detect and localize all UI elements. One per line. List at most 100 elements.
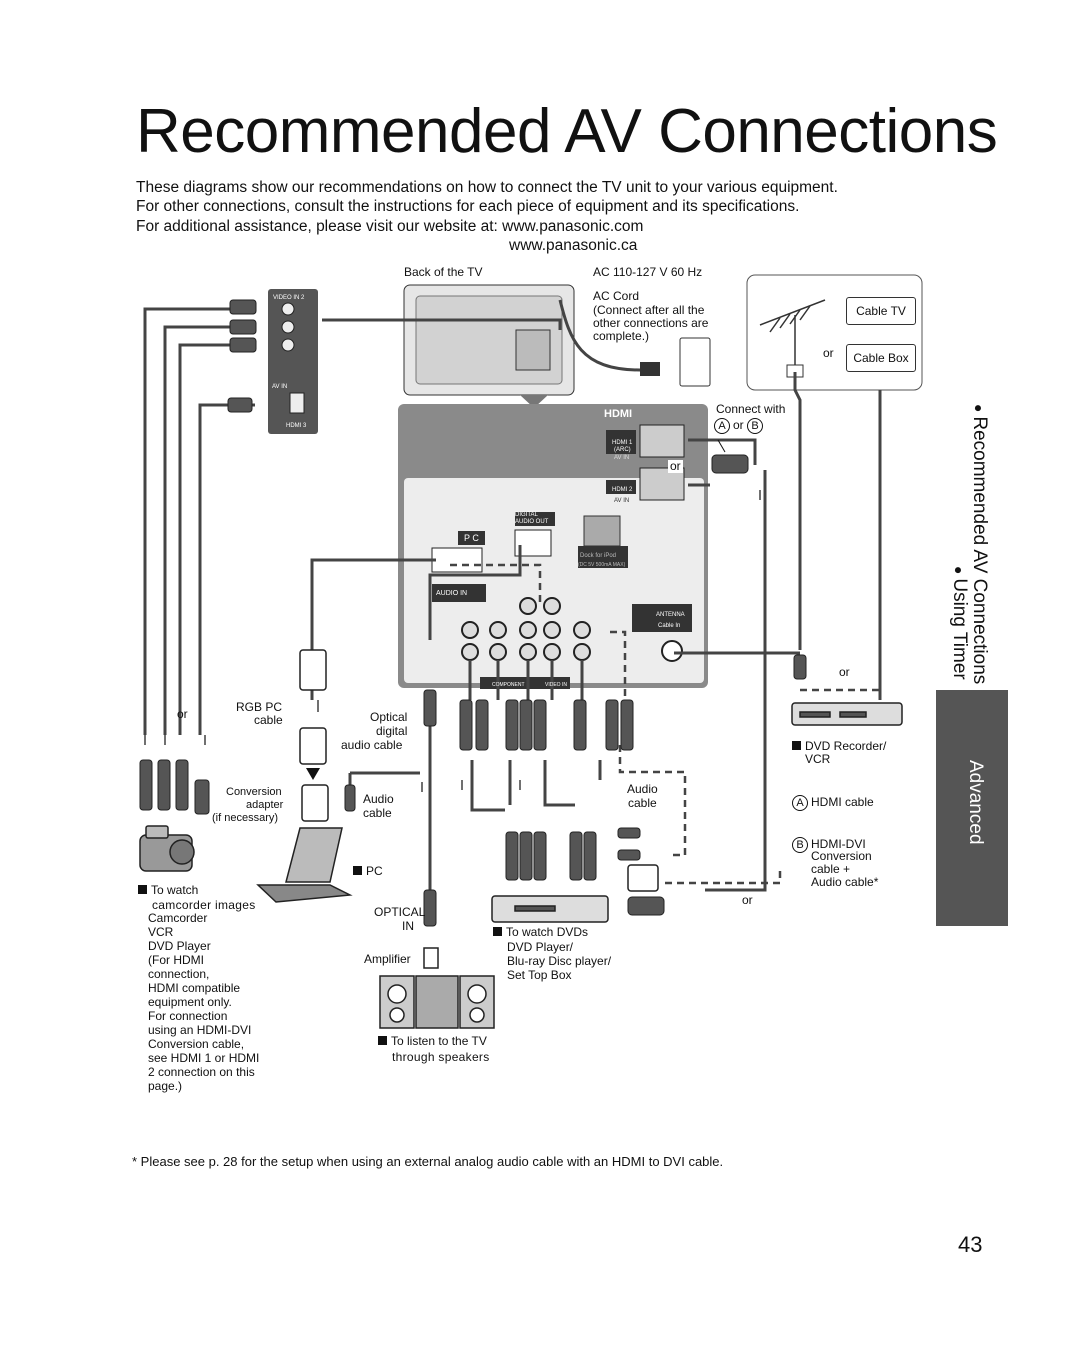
speaker-heading-1: To listen to the TV (378, 1035, 487, 1048)
intro-line-1: These diagrams show our recommendations … (136, 179, 838, 196)
intro-line-4: www.panasonic.ca (509, 237, 638, 254)
component-jacks (461, 597, 591, 661)
optical-in-label-1: OPTICAL (374, 905, 426, 919)
connect-with-label: Connect with (716, 402, 786, 416)
hdmi1-port (639, 424, 685, 458)
camcorder-item: DVD Player (148, 939, 211, 953)
component-label: COMPONENT (492, 682, 525, 688)
side-av-in: AV IN (272, 384, 288, 390)
audio-cable-label-right: cable (628, 796, 657, 810)
ac-cord-note-1: (Connect after all the (593, 303, 705, 317)
audio-label-right: Audio (627, 782, 658, 796)
conversion-cable-3: Audio cable* (811, 875, 879, 889)
camcorder-item: VCR (148, 925, 174, 939)
dvd-recorder-icon (791, 702, 903, 726)
optical-in-label-2: IN (402, 919, 414, 933)
cable-in-label: Cable In (658, 623, 681, 629)
audio-in-label: AUDIO IN (436, 590, 468, 597)
pc-port (431, 547, 483, 573)
camcorder-item: connection, (148, 967, 210, 981)
dvd-heading: To watch DVDs (493, 926, 588, 939)
video-in-label: VIDEO IN (545, 682, 567, 688)
cable-box: Cable Box (846, 344, 916, 372)
or-label-dvi: or (742, 893, 753, 907)
audio-l-jack (281, 320, 295, 334)
side-subheading: ● Using Timer (949, 566, 970, 680)
or-label-recorder: or (839, 665, 850, 679)
wall-outlet (679, 337, 711, 387)
digital-label: digital (376, 724, 408, 738)
camcorder-item: Conversion cable, (148, 1037, 245, 1051)
or-label-antenna: or (823, 346, 834, 360)
pc-audio-label: Audio (363, 792, 394, 806)
adapter-label: adapter (246, 799, 284, 811)
ac-cord-label: AC Cord (593, 289, 640, 303)
intro-line-2: For other connections, consult the instr… (136, 198, 800, 215)
power-spec-label: AC 110-127 V 60 Hz (593, 265, 703, 279)
section-tab (936, 690, 1008, 926)
camcorder-icon (139, 825, 195, 872)
footnote: * Please see p. 28 for the setup when us… (132, 1154, 724, 1169)
dock-spec-label: (DC 5V 500mA MAX) (578, 562, 626, 568)
intro-line-3: For additional assistance, please visit … (136, 218, 644, 235)
camcorder-item: HDMI compatible (148, 981, 241, 995)
optical-audio-cable-label: audio cable (341, 738, 403, 752)
section-tab-label: Advanced (965, 760, 986, 845)
hdmi3-port (289, 392, 305, 414)
camcorder-item: For connection (148, 1009, 228, 1023)
cable-tv-box: Cable TV (846, 297, 916, 325)
camcorder-heading-1: To watch (138, 884, 198, 897)
hdmi1-label: HDMI 1 (612, 440, 633, 446)
side-video-in-2: VIDEO IN 2 (273, 295, 305, 301)
vcr-label: VCR (805, 752, 831, 766)
video-jack (281, 302, 295, 316)
page-number: 43 (958, 1232, 983, 1257)
camcorder-item: (For HDMI (148, 953, 204, 967)
audio-r-jack (281, 338, 295, 352)
digital-audio-out-label: DIGITAL AUDIO OUT (515, 512, 555, 526)
pc-audio-cable-label: cable (363, 806, 392, 820)
antenna-jack (661, 640, 683, 662)
side-heading: ● Recommended AV Connections (969, 404, 990, 685)
dvd-recorder-label: DVD Recorder/ (792, 740, 886, 753)
antenna-frame (746, 274, 923, 391)
camcorder-item: page.) (148, 1079, 183, 1093)
side-hdmi-3: HDMI 3 (286, 423, 307, 429)
or-label-hdmi: or (668, 459, 683, 473)
or-label-camcorder: or (177, 707, 188, 721)
laptop-icon (256, 827, 353, 903)
hdmi2-label: HDMI 2 (612, 487, 633, 493)
dvd-item: Blu-ray Disc player/ (507, 954, 612, 968)
dvd-item: Set Top Box (507, 968, 572, 982)
optical-label: Optical (370, 710, 408, 724)
rgb-pc-label: RGB PC (236, 700, 283, 714)
antenna-label: ANTENNA (656, 612, 685, 618)
amplifier-label: Amplifier (364, 952, 411, 966)
hdmi-logo: HDMI (604, 408, 633, 420)
conversion-cable-1: Conversion (811, 849, 872, 863)
if-necessary-label: (if necessary) (212, 812, 279, 824)
amplifier-icon (379, 947, 495, 1029)
camcorder-item: using an HDMI-DVI (148, 1023, 252, 1037)
speaker-heading-2: through speakers (392, 1050, 490, 1064)
dock-label: Dock for iPod (580, 553, 617, 559)
tv-side-panel (268, 289, 318, 434)
camcorder-item: Camcorder (148, 911, 208, 925)
dvd-item: DVD Player/ (507, 940, 574, 954)
ac-cord-note-2: other connections are (593, 316, 709, 330)
pc-bullet: PC (353, 865, 383, 878)
page-title: Recommended AV Connections (136, 97, 998, 166)
hdmi2-avin-label: AV IN (614, 498, 630, 504)
camcorder-item: 2 connection on this (148, 1065, 255, 1079)
rgb-pc-cable-label: cable (254, 713, 283, 727)
hdmi1-avin-label: AV IN (614, 455, 630, 461)
back-of-tv-label: Back of the TV (404, 265, 483, 279)
conversion-cable-2: cable + (811, 862, 851, 876)
hdmi2-port (639, 467, 685, 501)
dvd-player-icon (491, 895, 609, 923)
conversion-label: Conversion (226, 786, 282, 798)
